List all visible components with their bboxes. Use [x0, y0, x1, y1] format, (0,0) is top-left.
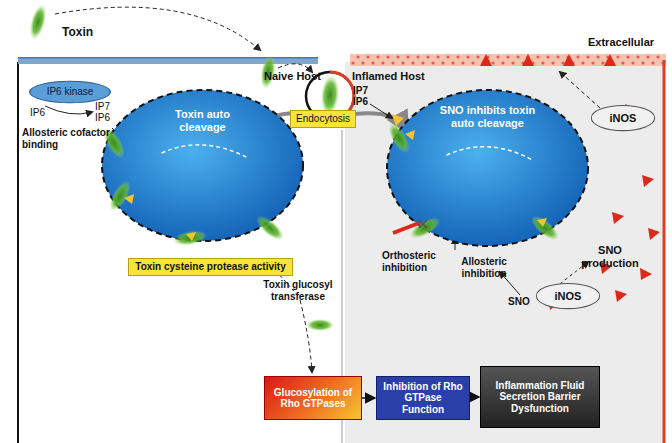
enzyme-oval: iNOS [590, 104, 656, 132]
annotation-label: IP7 [353, 85, 368, 97]
annotation-label: IP6 [353, 96, 368, 108]
node-text: Glucosylation of Rho GTPases [270, 387, 356, 410]
node-text: Toxin cysteine protease activity [135, 261, 285, 273]
endosome-circle: Toxin auto cleavage [100, 88, 305, 243]
node-text: iNOS [610, 112, 637, 125]
node-text: Inflammation Fluid Secretion Barrier Dys… [486, 380, 594, 415]
node-text: Endocytosis [296, 113, 350, 125]
node-text: IP6 kinase [47, 86, 94, 98]
annotation-label: Toxin glucosyl transferase [252, 279, 344, 302]
annotation-label: Allosteric cofactor binding [22, 127, 110, 150]
annotation-label: IP6 [95, 112, 110, 124]
enzyme-oval: iNOS [535, 282, 601, 310]
annotation-label: IP6 [30, 107, 45, 119]
annotation-label: Extracellular [588, 36, 654, 49]
process-box: Toxin cysteine protease activity [128, 258, 293, 276]
annotation-label: Toxin [62, 26, 93, 40]
endosome-circle: SNO inhibits toxin auto cleavage [385, 88, 590, 248]
node-text: Inhibition of Rho GTPase Function [382, 381, 464, 416]
annotation-label: Allosteric inhibition [452, 256, 516, 279]
node-text: Toxin auto cleavage [153, 108, 253, 133]
annotation-label: Naive Host [264, 70, 321, 83]
annotation-label: Orthosteric inhibition [382, 250, 448, 273]
annotation-label: Inflamed Host [352, 70, 425, 83]
process-box: Glucosylation of Rho GTPases [264, 376, 362, 420]
process-box: Endocytosis [290, 110, 356, 128]
process-box: Inhibition of Rho GTPase Function [376, 376, 470, 420]
annotation-label: SNO [508, 296, 530, 308]
annotation-label: IP7 [95, 101, 110, 113]
kinase-oval: IP6 kinase [28, 80, 112, 104]
flow-arrow [362, 397, 375, 399]
node-text: iNOS [555, 290, 582, 303]
process-box: Inflammation Fluid Secretion Barrier Dys… [480, 366, 600, 428]
node-text: SNO inhibits toxin auto cleavage [438, 104, 538, 129]
flow-arrow [470, 397, 479, 398]
annotation-label: SNO production [580, 244, 640, 269]
